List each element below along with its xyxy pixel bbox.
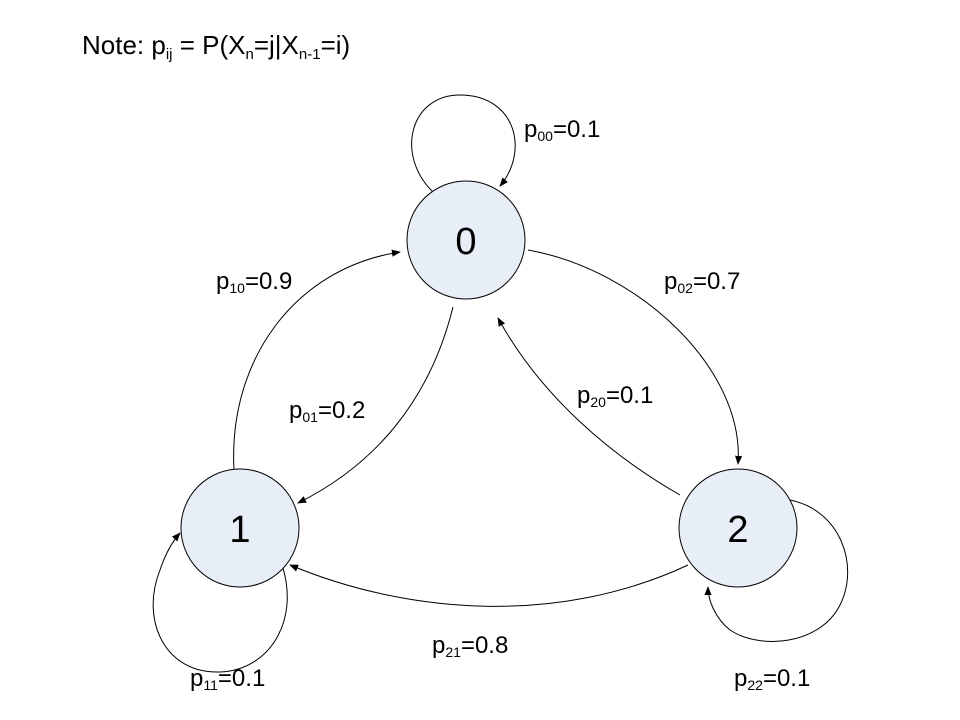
edge-label-p00: p00=0.1: [524, 116, 601, 144]
state-node-0: 0: [406, 180, 526, 300]
edge-label-p02: p02=0.7: [664, 268, 741, 296]
state-node-2: 2: [678, 468, 798, 588]
state-node-label: 2: [727, 509, 748, 551]
edge-label-p20: p20=0.1: [577, 382, 654, 410]
edge-0-1: [297, 306, 454, 504]
edge-0-2: [527, 249, 743, 465]
edge-1-1-self-loop: [152, 532, 288, 673]
edge-label-p10: p10=0.9: [216, 268, 293, 296]
note-definition: Note: pij = P(Xn=j|Xn-1=i): [82, 30, 351, 63]
edge-2-1: [289, 564, 689, 607]
edge-label-p11: p11=0.1: [190, 665, 266, 693]
edge-2-2-self-loop: [704, 499, 849, 642]
state-node-label: 1: [229, 509, 250, 551]
state-node-label: 0: [455, 221, 476, 263]
edge-1-0: [233, 249, 401, 471]
edge-label-p22: p22=0.1: [734, 665, 811, 693]
edge-2-0: [497, 317, 681, 496]
edge-label-p21: p21=0.8: [432, 632, 509, 660]
edge-0-0-self-loop: [411, 94, 516, 193]
edge-label-p01: p01=0.2: [289, 397, 366, 425]
state-node-1: 1: [180, 468, 300, 588]
